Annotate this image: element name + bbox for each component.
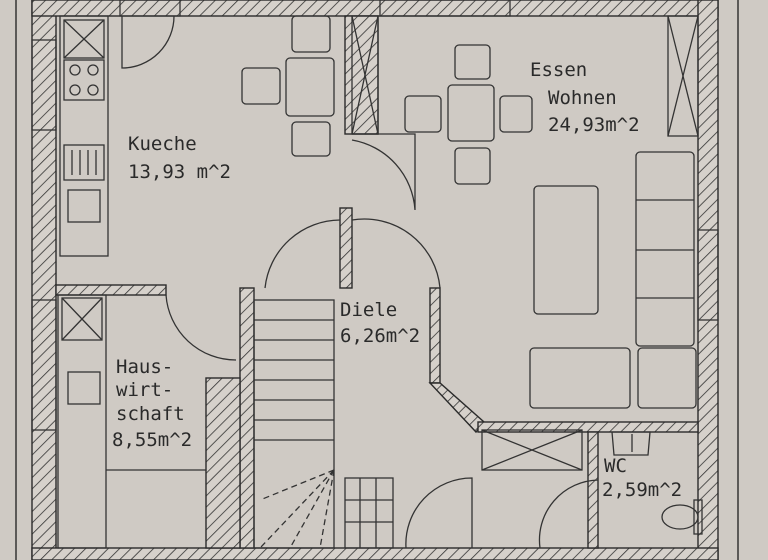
wc-area: 2,59m^2 [602, 479, 682, 501]
wall-utility-right [205, 377, 241, 549]
toilet-icon [661, 504, 699, 530]
room-labels: Kueche 13,93 m^2 Essen Wohnen 24,93m^2 D… [112, 59, 682, 501]
wall-kitchen-hall [339, 207, 353, 289]
hall-name: Diele [340, 299, 397, 321]
utility-name-1: Haus- [116, 356, 173, 378]
outer-wall-bottom [31, 547, 719, 560]
sink-icon [63, 144, 105, 181]
hall-area: 6,26m^2 [340, 325, 420, 347]
living-name-1: Essen [530, 59, 587, 81]
stove-icon [63, 59, 105, 101]
living-area: 24,93m^2 [548, 114, 640, 136]
outer-wall-left [31, 0, 57, 560]
washbasin-icon [611, 431, 651, 456]
wall-stairs [239, 287, 255, 549]
walls [15, 0, 739, 560]
wc-fixtures [538, 431, 703, 549]
wall-kitchen-living [344, 15, 379, 135]
outer-wall-right [697, 0, 719, 560]
utility-area: 8,55m^2 [112, 429, 192, 451]
wall-utility-top [55, 284, 167, 296]
kitchen-fixtures [59, 15, 416, 257]
staircase [253, 299, 394, 549]
kitchen-name: Kueche [128, 133, 197, 155]
utility-name-2: wirt- [116, 379, 173, 401]
kitchen-area: 13,93 m^2 [128, 161, 231, 183]
outer-wall-top [31, 0, 719, 17]
wall-hall-right [429, 287, 441, 384]
wall-wc-left [587, 431, 599, 549]
utility-fixtures [57, 294, 237, 549]
utility-name-3: schaft [116, 403, 185, 425]
hall-fixtures [253, 218, 583, 549]
wc-name: WC [604, 455, 627, 477]
living-name-2: Wohnen [548, 87, 617, 109]
living-fixtures [351, 15, 699, 409]
windows [31, 0, 719, 431]
